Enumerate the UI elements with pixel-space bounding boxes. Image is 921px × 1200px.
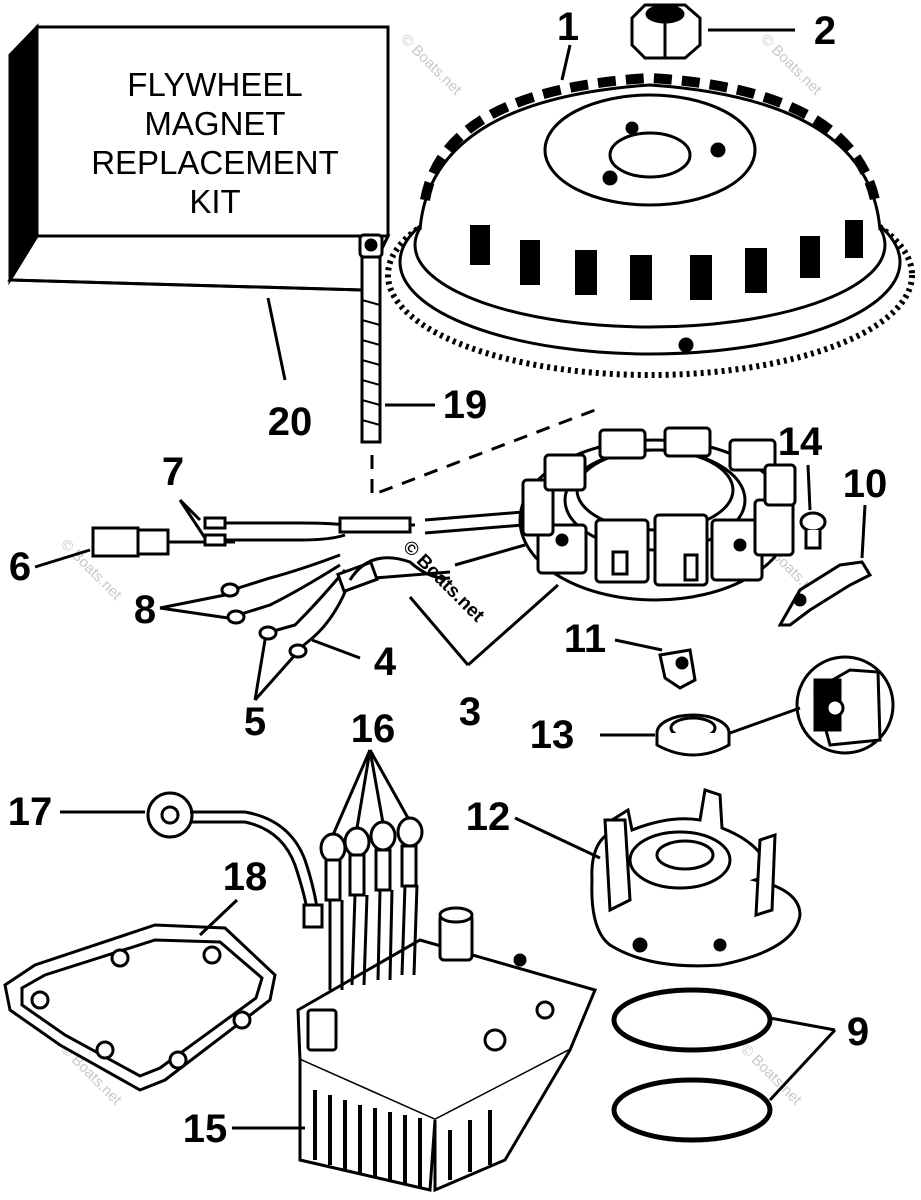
leader-lines <box>34 28 867 1130</box>
kit-title-line3: REPLACEMENT <box>91 144 339 181</box>
callout-12: 12 <box>466 795 511 839</box>
callout-10: 10 <box>843 462 888 506</box>
flywheel <box>385 72 915 378</box>
callout-17: 17 <box>8 790 53 834</box>
kit-title-line4: KIT <box>189 183 240 220</box>
callout-19: 19 <box>443 383 488 427</box>
callout-8: 8 <box>134 588 156 632</box>
cooling-fins <box>313 1090 492 1188</box>
stator <box>518 426 797 602</box>
callout-13: 13 <box>530 713 575 757</box>
callout-2: 2 <box>814 9 836 53</box>
callout-11: 11 <box>564 617 606 661</box>
gasket-18 <box>3 923 277 1092</box>
callout-15: 15 <box>183 1107 228 1151</box>
ring-terminal-17 <box>146 791 324 929</box>
callout-4: 4 <box>374 640 397 684</box>
callout-16: 16 <box>351 707 396 751</box>
nut <box>630 3 702 60</box>
callout-20: 20 <box>268 400 313 444</box>
seal-detail-circle <box>795 655 895 755</box>
callout-5: 5 <box>244 700 266 744</box>
callout-14: 14 <box>778 420 823 464</box>
clip-10 <box>777 560 873 627</box>
timer-base-12 <box>590 788 802 968</box>
callout-9: 9 <box>847 1010 869 1054</box>
kit-title-line1: FLYWHEEL <box>127 66 302 103</box>
wire-terminals-16 <box>319 816 424 902</box>
kit-box <box>7 23 391 292</box>
o-rings-9 <box>611 987 773 1143</box>
screw-14 <box>799 511 827 550</box>
callout-7: 7 <box>162 450 184 494</box>
seal-13 <box>655 713 731 757</box>
watermark-center: © Boats.net <box>398 537 488 627</box>
watermark: © Boats.net <box>397 31 465 99</box>
kit-title-line2: MAGNET <box>144 105 285 142</box>
wire-harness <box>91 510 526 659</box>
flywheel-vanes <box>470 220 863 300</box>
stator-bolt <box>358 233 384 444</box>
callout-3: 3 <box>459 690 481 734</box>
power-pack-15 <box>296 884 598 1193</box>
callout-6: 6 <box>9 545 31 589</box>
callout-1: 1 <box>557 5 579 49</box>
callout-numbers: 1 2 3 4 5 6 7 8 9 10 11 12 13 14 15 16 1… <box>8 5 888 1151</box>
bolt-guide-line <box>370 408 596 498</box>
callout-18: 18 <box>223 855 268 899</box>
clamp-11 <box>658 648 697 690</box>
